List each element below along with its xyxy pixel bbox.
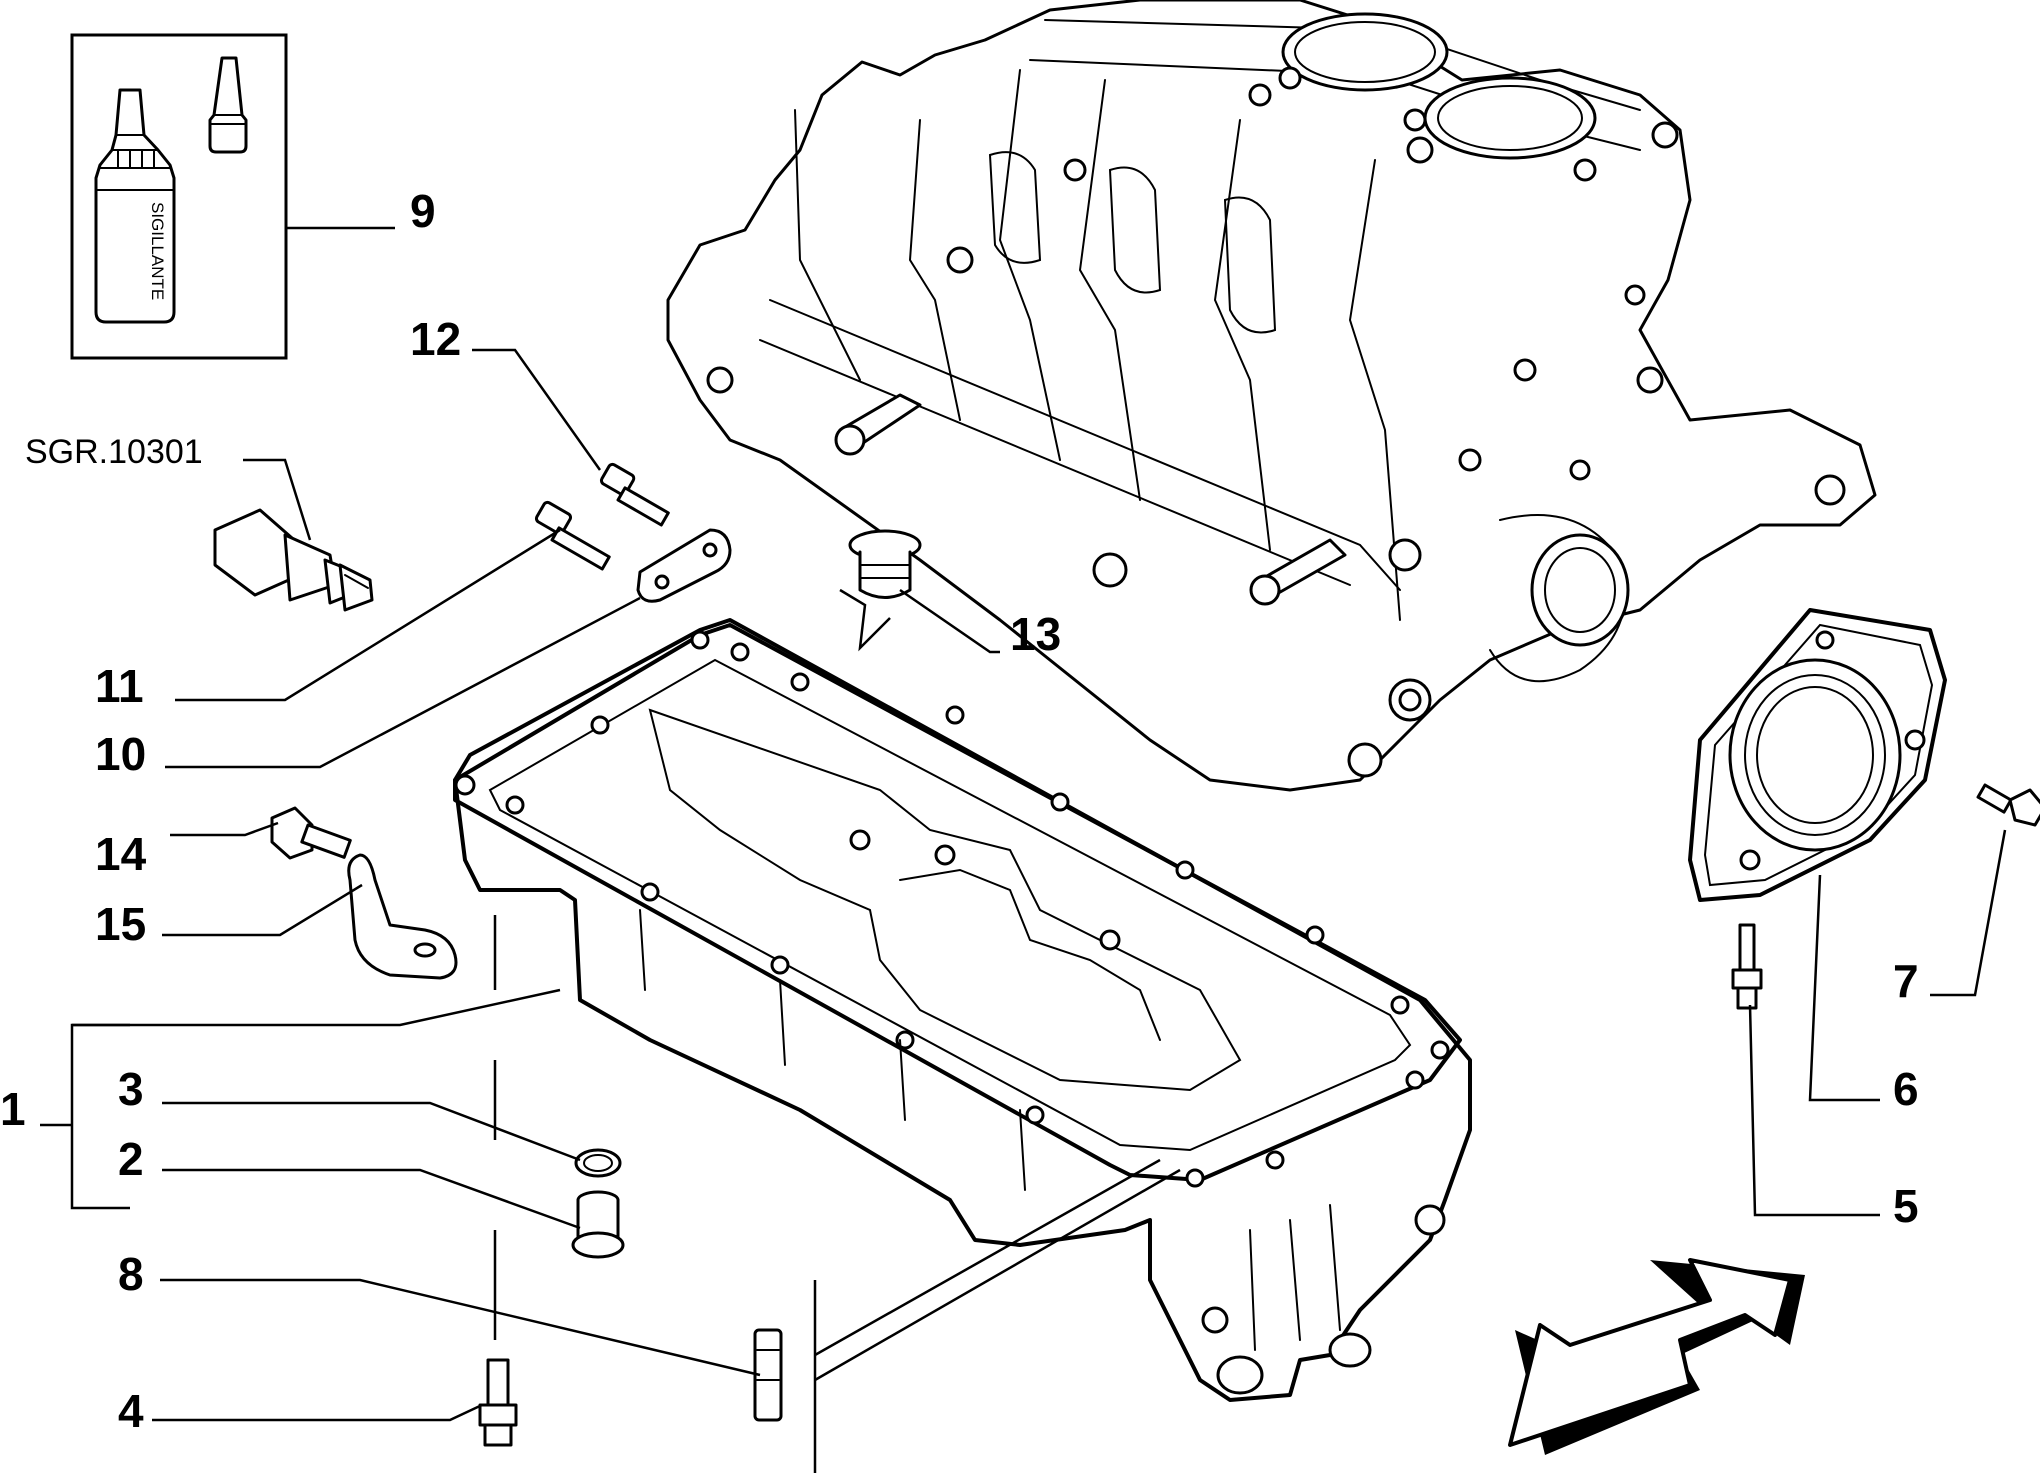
bolt-14-illustration <box>270 806 352 860</box>
callout-8: 8 <box>118 1248 144 1300</box>
callout-5: 5 <box>1893 1180 1919 1232</box>
callout-14: 14 <box>95 828 147 880</box>
leader-lines <box>40 226 2007 1473</box>
callout-15: 15 <box>95 898 146 950</box>
callout-13: 13 <box>1010 608 1061 660</box>
bracket-10-illustration <box>636 528 732 603</box>
bolt-4-illustration <box>478 1358 518 1447</box>
bolt-11-illustration <box>534 500 611 571</box>
callout-7: 7 <box>1893 955 1919 1007</box>
callout-2: 2 <box>118 1133 144 1185</box>
front-direction-arrow <box>1508 1258 1805 1455</box>
reference-code-label: SGR.10301 <box>25 433 203 471</box>
callout-4: 4 <box>118 1385 144 1437</box>
callout-1: 1 <box>0 1083 26 1135</box>
drain-plug-2-illustration <box>571 1190 625 1259</box>
oil-pressure-sensor-illustration <box>213 508 374 612</box>
sealant-bottle-label: SIGILLANTE <box>148 202 167 300</box>
rear-seal-carrier-illustration <box>1688 608 1947 902</box>
callout-9: 9 <box>410 185 436 237</box>
callout-12: 12 <box>410 313 461 365</box>
callout-6: 6 <box>1893 1063 1919 1115</box>
bolt-12-illustration <box>599 462 670 527</box>
bracket-15-illustration <box>347 853 458 980</box>
plug-13-illustration <box>848 529 922 599</box>
stud-5-illustration <box>1731 923 1763 1010</box>
washer-3-illustration <box>574 1148 622 1178</box>
bolt-7-illustration <box>1976 783 2040 827</box>
callout-11: 11 <box>95 660 144 712</box>
oil-sump-illustration <box>453 618 1472 1402</box>
callout-10: 10 <box>95 728 146 780</box>
callout-3: 3 <box>118 1063 144 1115</box>
engine-block-illustration <box>666 0 1877 792</box>
sealant-kit-illustration: SIGILLANTE <box>70 33 288 360</box>
